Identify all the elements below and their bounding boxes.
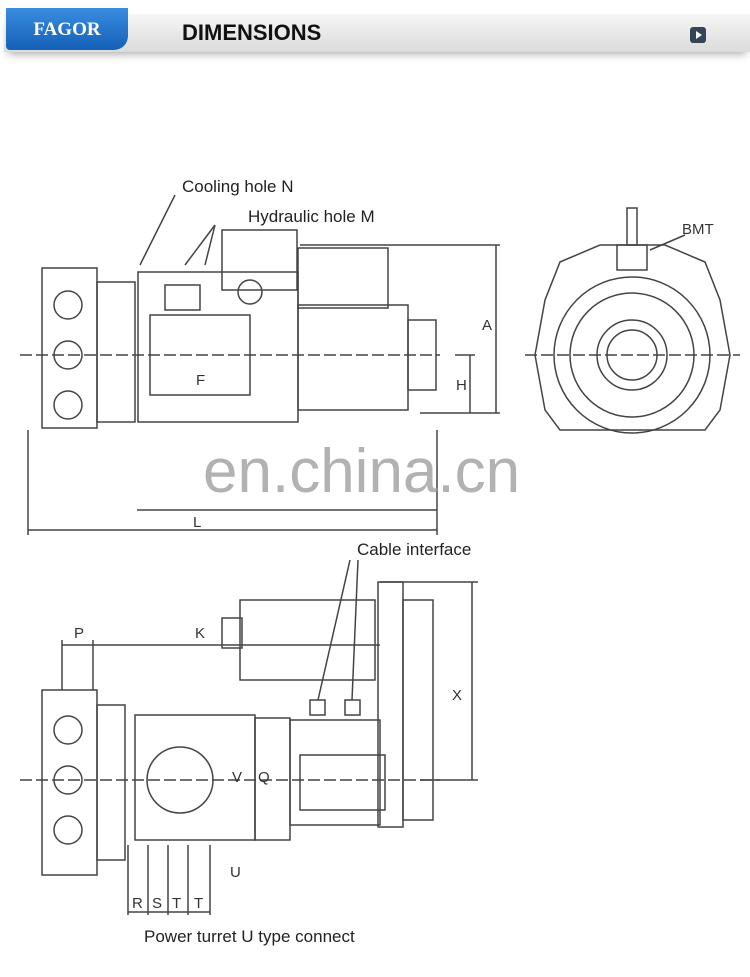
turret-front-view-bmt bbox=[525, 207, 740, 434]
dim-a: A bbox=[482, 317, 492, 334]
brand-logo: FAGOR bbox=[6, 8, 128, 50]
header-bar bbox=[4, 14, 750, 52]
dim-r: R bbox=[132, 895, 143, 912]
play-icon[interactable] bbox=[690, 27, 706, 43]
turret-top-view-bottom bbox=[20, 559, 478, 915]
cable-interface-label: Cable interface bbox=[357, 540, 471, 559]
dim-v: V bbox=[232, 769, 242, 786]
page-title: DIMENSIONS bbox=[182, 20, 322, 45]
dim-t1: T bbox=[172, 895, 181, 912]
power-turret-label: Power turret U type connect bbox=[144, 927, 355, 946]
turret-side-view-top bbox=[20, 194, 500, 535]
dim-h: H bbox=[456, 377, 467, 394]
dim-f: F bbox=[196, 372, 205, 389]
bmt-label: BMT bbox=[682, 221, 714, 238]
hydraulic-hole-label: Hydraulic hole M bbox=[248, 207, 375, 226]
cooling-hole-label: Cooling hole N bbox=[182, 177, 294, 196]
dim-x: X bbox=[452, 687, 462, 704]
dim-q: Q bbox=[258, 769, 270, 786]
watermark: en.china.cn bbox=[203, 437, 520, 506]
dim-u: U bbox=[230, 864, 241, 881]
dim-k: K bbox=[195, 625, 205, 642]
dim-t2: T bbox=[194, 895, 203, 912]
dim-l: L bbox=[193, 514, 201, 531]
dim-s: S bbox=[152, 895, 162, 912]
dim-p: P bbox=[74, 625, 84, 642]
